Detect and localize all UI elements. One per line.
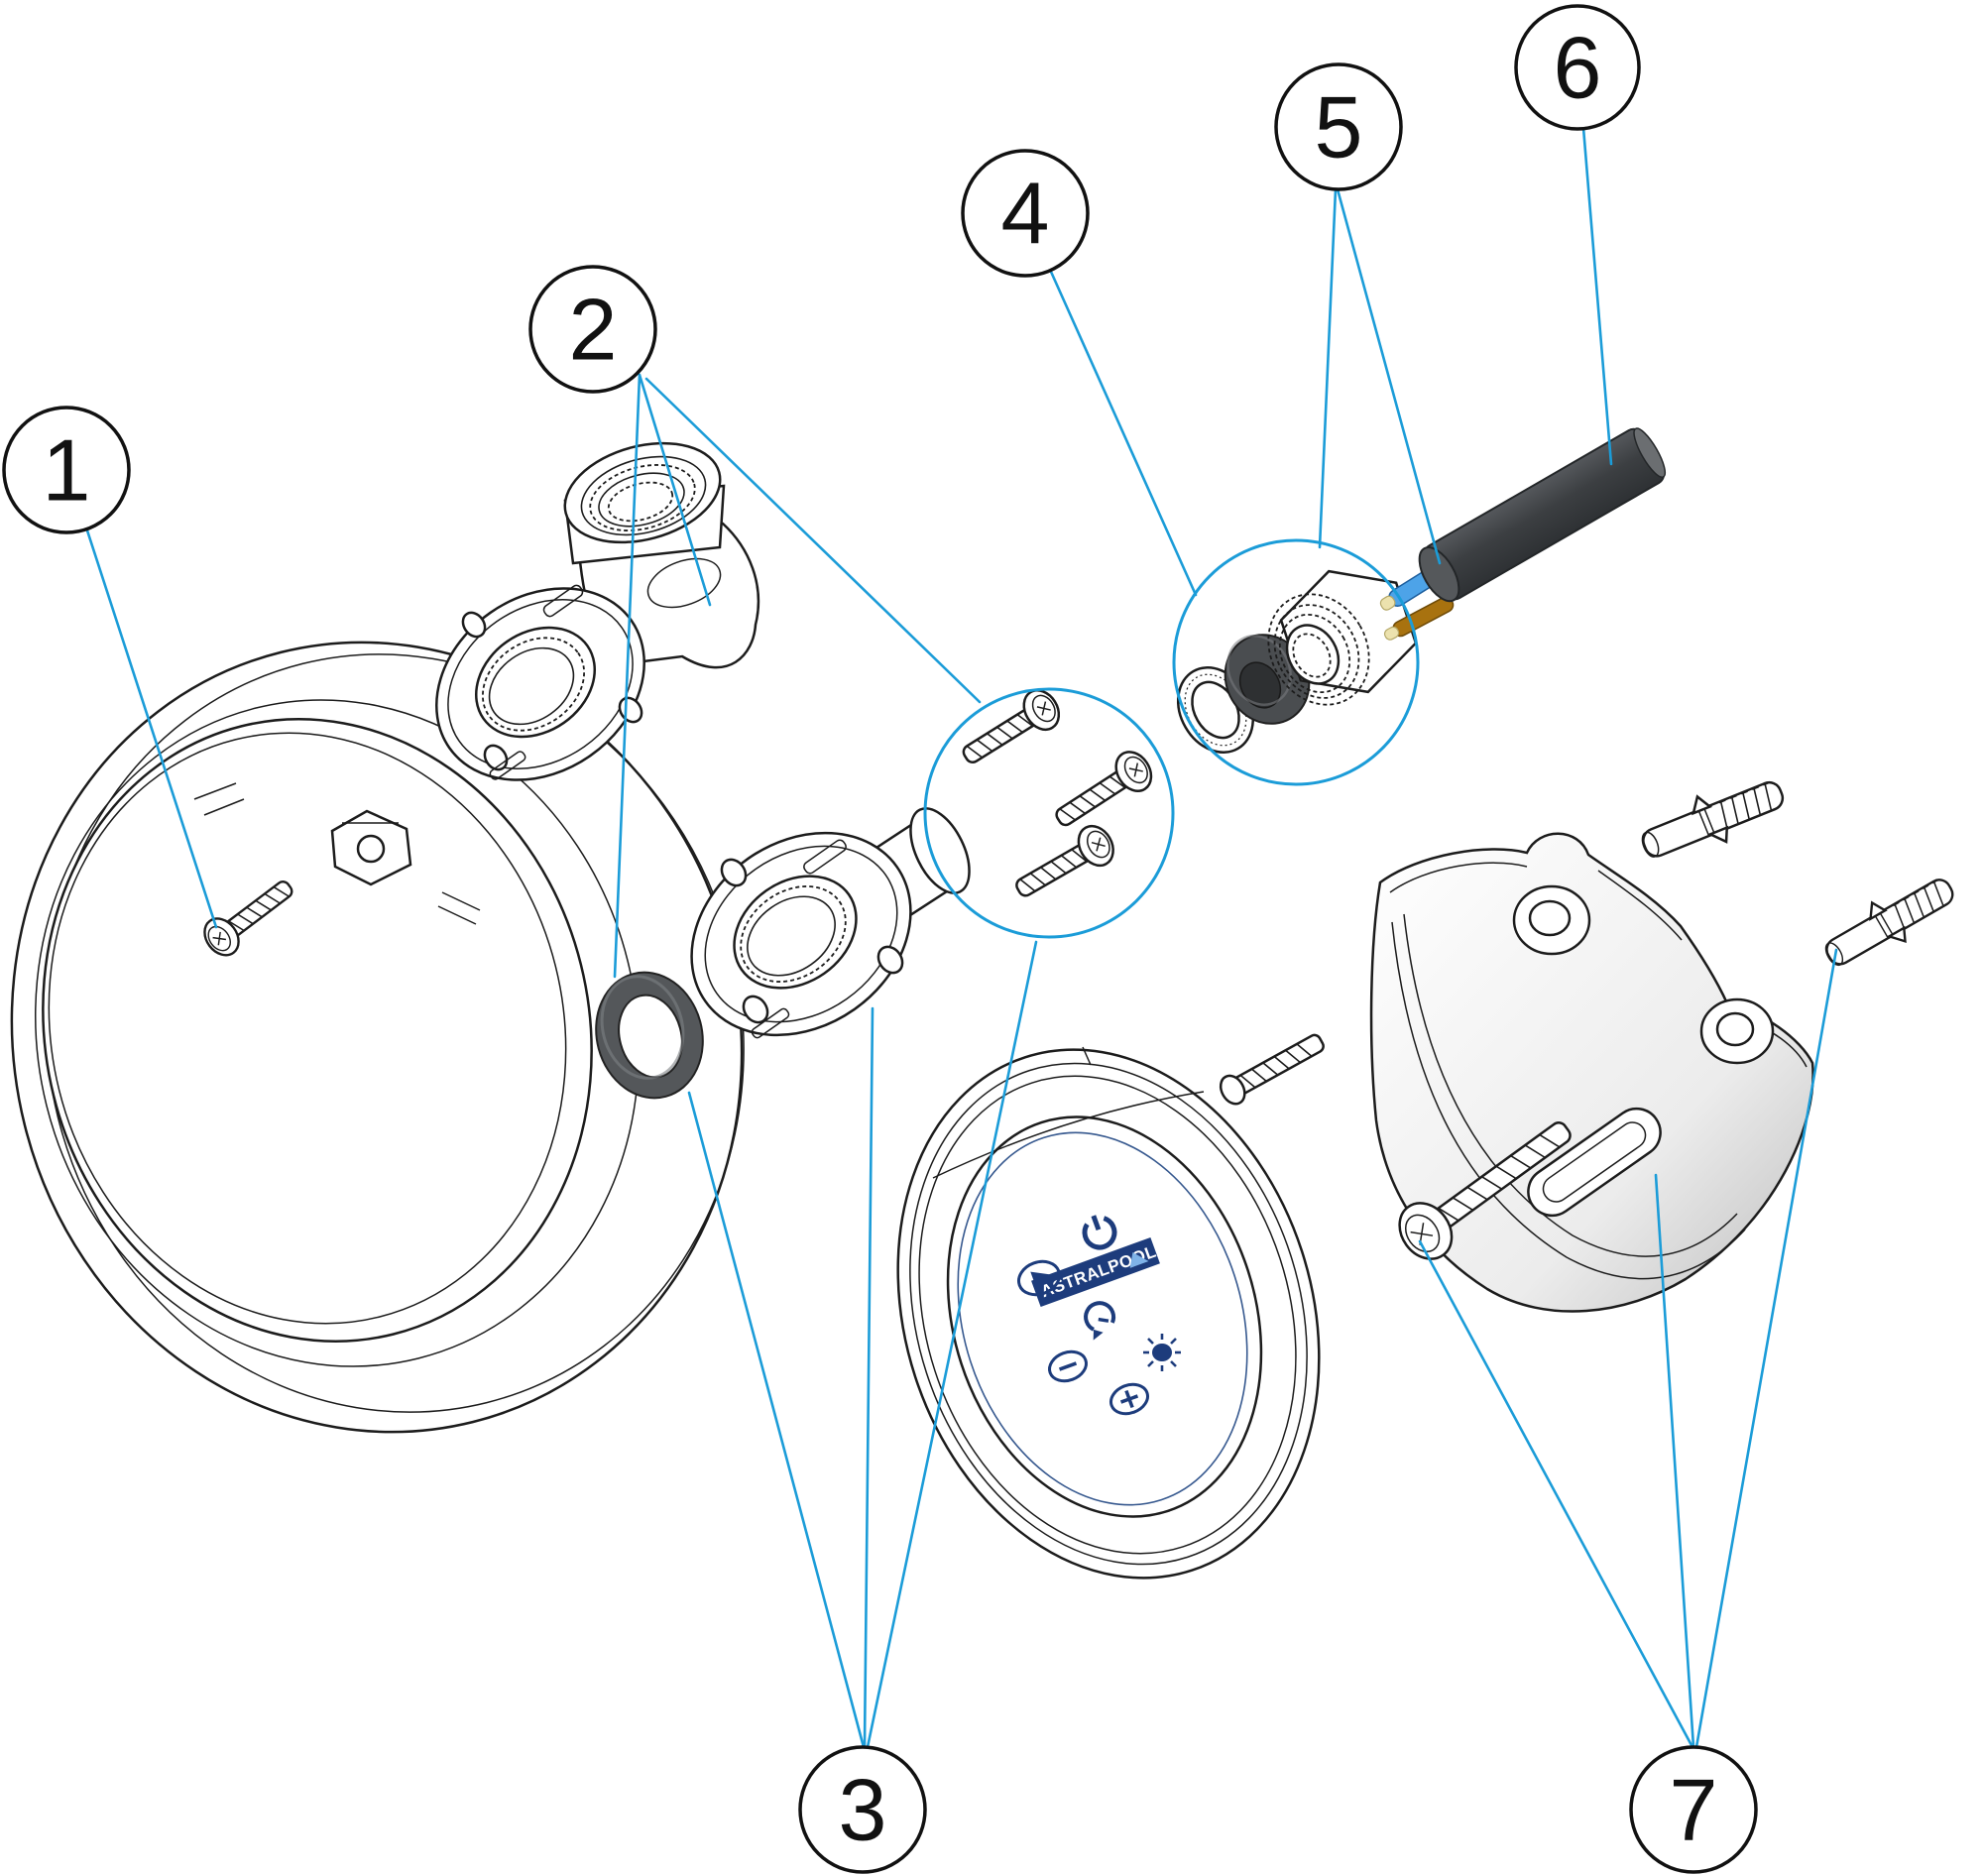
balloon-number: 3 [839,1761,887,1859]
o-ring [595,971,704,1100]
balloon-number: 5 [1315,78,1363,176]
screws-detail-circle [923,687,1175,939]
balloon-circle [2,406,131,534]
leader-line-7 [1654,1173,1695,1749]
leader-line-3 [863,1006,875,1749]
power-cable [1379,427,1667,641]
brightness-icon [1143,1334,1181,1371]
leader-line-7 [1694,948,1838,1749]
screw [953,682,1068,776]
balloon-circle [1629,1745,1758,1874]
leader-line-2 [638,373,712,607]
screw [1006,818,1121,910]
balloon-circle [528,265,657,394]
wall-anchor [1814,864,1964,981]
minus-icon [1048,1349,1088,1383]
plus-icon [1109,1382,1149,1416]
screw [1046,744,1160,839]
union-straight [690,807,971,1039]
panel-face [957,1131,1248,1506]
balloon-circle [1274,62,1403,191]
wall-anchor [1632,765,1793,873]
callout-balloon-5: 5 [1274,62,1403,191]
balloon-number: 1 [43,421,91,520]
shell-screw [1398,1121,1572,1260]
gland-detail-circle [1172,538,1420,786]
leader-line-5 [1318,187,1338,549]
shell-cable-slot [1527,1107,1662,1218]
callout-balloon-4: 4 [961,149,1090,278]
balloon-number: 6 [1554,19,1602,117]
balloon-number: 2 [569,281,618,379]
leader-line-6 [1581,126,1613,466]
balloon-number: 7 [1670,1761,1718,1859]
balloon-circle [798,1745,927,1874]
callout-balloon-3: 3 [798,1745,927,1874]
play-icon [1017,1259,1061,1297]
callout-balloon-6: 6 [1514,4,1641,131]
leader-line-1 [85,528,218,929]
bezel-latch [330,809,412,886]
leader-line-2 [644,377,982,704]
callout-balloon-7: 7 [1629,1745,1758,1874]
shell-lug [1512,884,1591,956]
leader-line-5 [1336,187,1442,565]
callout-balloon-2: 2 [528,265,657,394]
leader-line-3 [687,1091,866,1749]
power-icon [1082,1215,1117,1250]
leader-line-2 [613,373,642,979]
balloon-circle [1514,4,1641,131]
leader-line-3 [866,940,1038,1749]
callout-balloon-1: 1 [2,406,131,534]
balloon-number: 4 [1001,165,1050,263]
union-elbow [435,441,760,781]
bezel-ring [10,641,745,1434]
leader-line-4 [1049,270,1198,597]
shell-lug [1699,997,1775,1065]
wire-brown [1383,596,1455,641]
balloon-circle [961,149,1090,278]
timer-icon [1084,1301,1116,1341]
leader-line-7 [1418,1239,1694,1749]
panel-stud-screw [1219,1033,1325,1106]
control-panel: ASTRALPOOL [896,1033,1325,1580]
